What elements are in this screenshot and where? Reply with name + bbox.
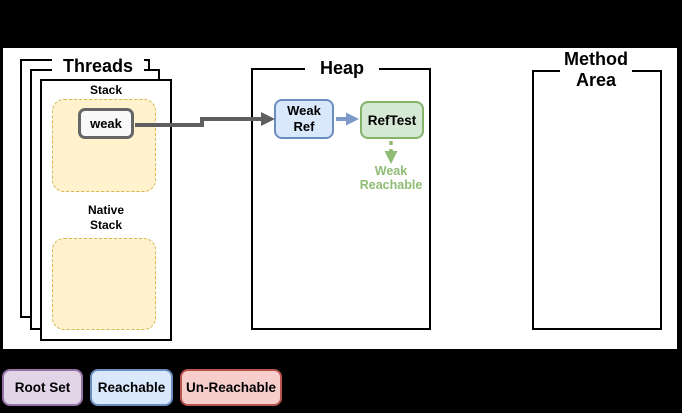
method-area-container xyxy=(532,70,662,330)
heap-title: Heap xyxy=(305,58,379,79)
legend-root-set: Root Set xyxy=(2,369,83,406)
threads-title: Threads xyxy=(52,56,144,77)
weak-reachable-line2: Reachable xyxy=(359,178,423,192)
weak-reachable-label: Weak Reachable xyxy=(351,164,431,194)
reftest-node: RefTest xyxy=(360,101,424,139)
legend-reachable: Reachable xyxy=(90,369,173,406)
weak-reachable-line1: Weak xyxy=(374,164,408,178)
stack-label: Stack xyxy=(89,83,123,97)
weak-variable-box: weak xyxy=(78,108,134,139)
weak-ref-label-line1: Weak xyxy=(287,103,321,118)
method-area-title-line1: Method xyxy=(564,49,628,69)
native-stack-frame xyxy=(52,238,156,330)
legend-unreachable: Un-Reachable xyxy=(180,369,282,406)
method-area-title: Method Area xyxy=(560,49,632,91)
weak-ref-label-line2: Ref xyxy=(293,119,315,134)
native-stack-label-line2: Stack xyxy=(89,218,123,232)
native-stack-label: Native Stack xyxy=(60,203,152,233)
weak-ref-node: Weak Ref xyxy=(274,99,334,139)
method-area-title-line2: Area xyxy=(575,70,617,90)
native-stack-label-line1: Native xyxy=(87,203,125,217)
